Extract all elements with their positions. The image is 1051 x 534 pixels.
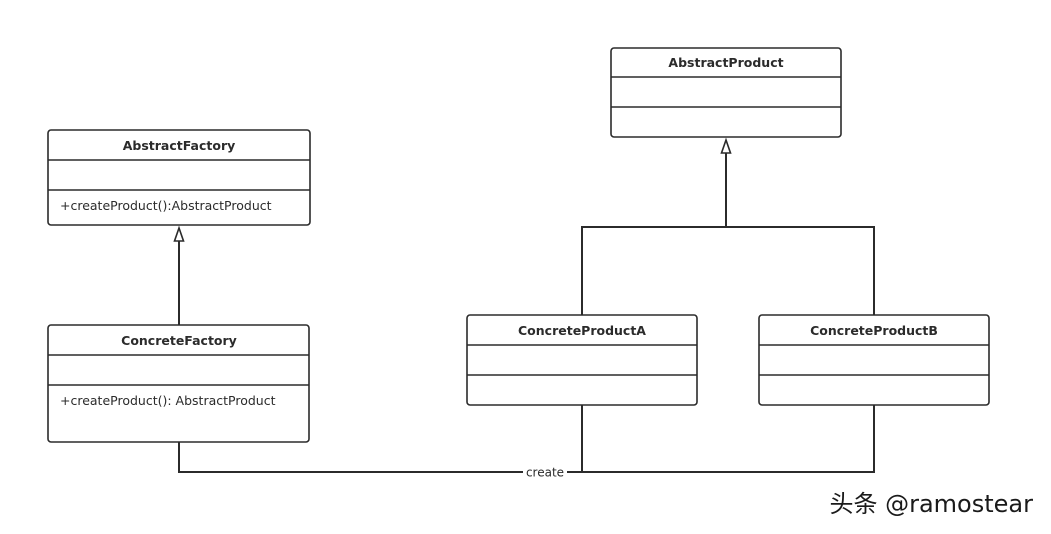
- class-box: [47, 129, 311, 226]
- class-abstract-factory: AbstractFactory +createProduct():Abstrac…: [47, 129, 311, 226]
- class-name: ConcreteFactory: [121, 333, 237, 348]
- class-box: [47, 324, 310, 443]
- product-generalization-branch: [581, 226, 875, 315]
- class-abstract-product: AbstractProduct: [610, 47, 842, 138]
- create-label-background: [523, 464, 567, 480]
- class-operation: +createProduct():AbstractProduct: [60, 198, 272, 213]
- class-box: [758, 314, 990, 406]
- factory-generalization: [173, 225, 185, 325]
- class-name: ConcreteProductA: [518, 323, 646, 338]
- create-label: create: [526, 466, 564, 480]
- class-box: [466, 314, 698, 406]
- watermark-text: 头条 @ramostear: [829, 490, 1033, 518]
- class-box: [610, 47, 842, 138]
- product-generalization-arrowhead: [720, 137, 732, 154]
- class-concrete-product-a: ConcreteProductA: [466, 314, 698, 406]
- product-generalization: [581, 137, 875, 315]
- create-dependency: create: [178, 405, 875, 480]
- factory-generalization-arrowhead: [173, 225, 185, 242]
- class-name: AbstractFactory: [123, 138, 236, 153]
- class-concrete-factory: ConcreteFactory +createProduct(): Abstra…: [47, 324, 310, 443]
- class-name: AbstractProduct: [668, 55, 783, 70]
- class-concrete-product-b: ConcreteProductB: [758, 314, 990, 406]
- class-name: ConcreteProductB: [810, 323, 938, 338]
- class-operation: +createProduct(): AbstractProduct: [60, 393, 276, 408]
